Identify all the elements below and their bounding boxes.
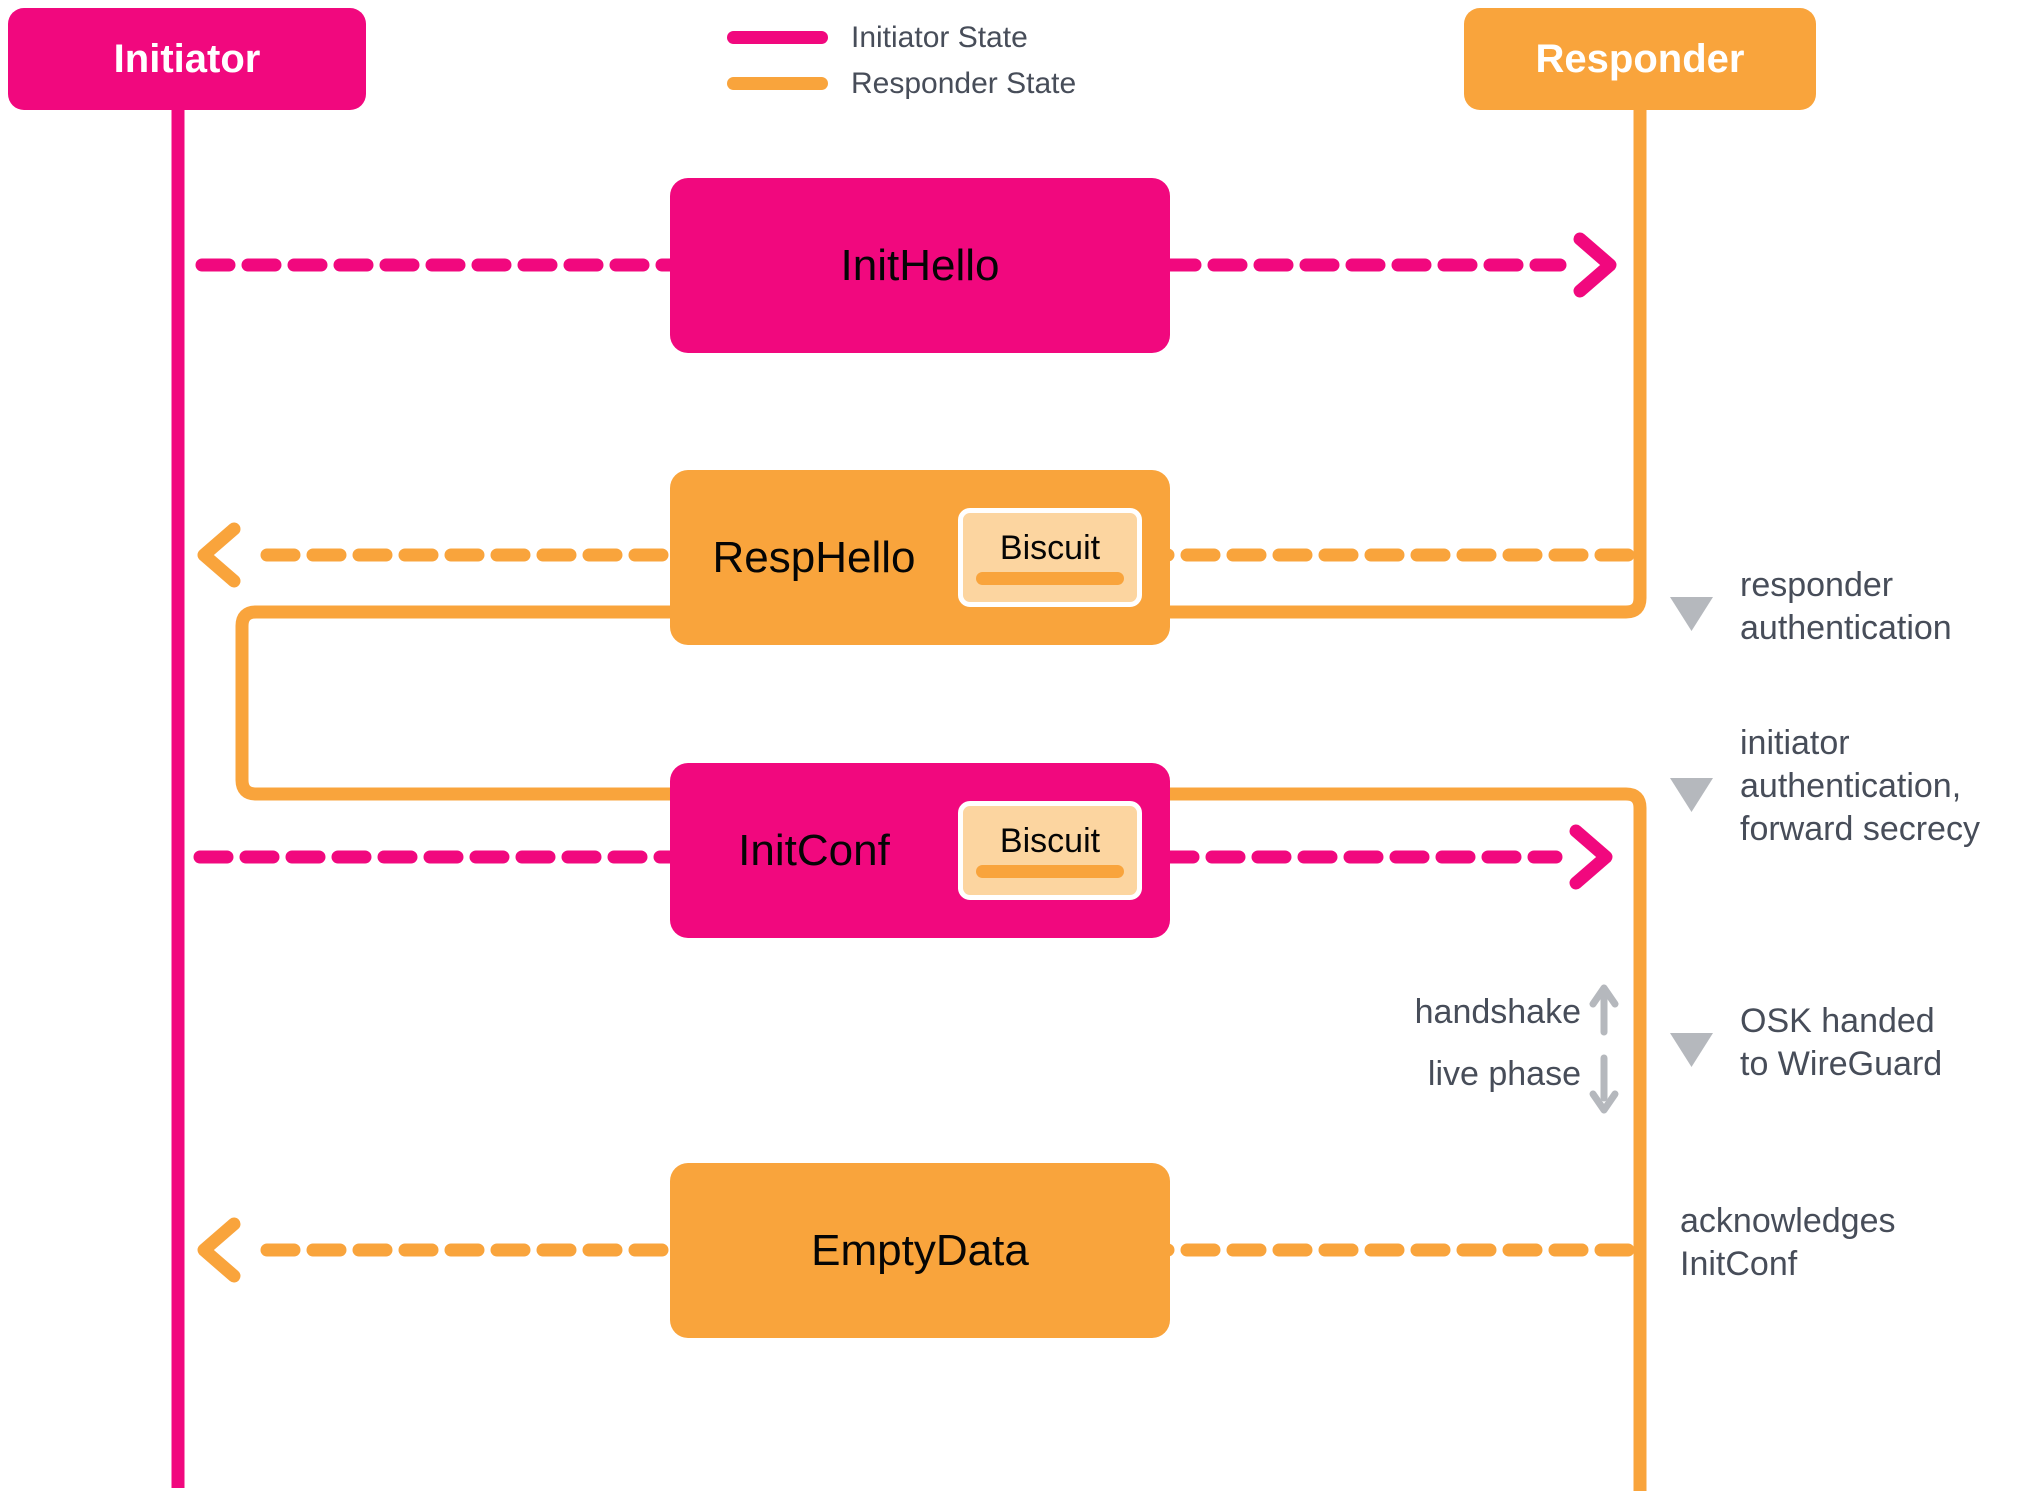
actor-responder: Responder [1464,8,1816,110]
handshake-label: handshake [1414,993,1581,1031]
annotation-line: OSK handed [1740,1002,1935,1040]
message-resphello: RespHello Biscuit [670,470,1170,645]
annotation-line: authentication, [1740,767,1962,805]
message-label: InitHello [840,240,1000,290]
message-label: EmptyData [811,1225,1029,1275]
annotation-osk-handed: OSK handed to WireGuard [1740,1000,1942,1086]
legend-swatch-initiator-state [727,31,828,44]
annotation-acknowledges-initconf: acknowledges InitConf [1680,1200,1895,1286]
inithello-arrow [195,232,1617,298]
annotation-line: to WireGuard [1740,1045,1943,1083]
message-initconf: InitConf Biscuit [670,763,1170,938]
live-phase-label: live phase [1427,1055,1581,1093]
annotation-line: initiator [1740,724,1850,762]
milestone-triangle-responder-auth [1670,597,1713,631]
annotation-line: forward secrecy [1740,810,1980,848]
biscuit-label: Biscuit [999,821,1101,860]
annotation-initiator-authentication: initiator authentication, forward secrec… [1740,722,1980,851]
message-label: RespHello [712,532,916,582]
biscuit-chip: Biscuit [958,508,1142,607]
milestone-triangle-osk [1670,1033,1713,1067]
annotation-line: InitConf [1680,1245,1798,1283]
annotation-line: responder [1740,566,1894,604]
actor-label: Initiator [113,36,261,81]
legend-label-responder-state: Responder State [851,67,1077,100]
biscuit-chip: Biscuit [958,801,1142,900]
responder-state-path [235,106,1647,1491]
annotation-line: acknowledges [1680,1202,1896,1240]
legend-label-initiator-state: Initiator State [851,21,1028,54]
message-inithello: InitHello [670,178,1170,353]
actor-initiator: Initiator [8,8,366,110]
actor-label: Responder [1535,36,1745,81]
legend-swatch-responder-state [727,77,828,90]
biscuit-bar [976,864,1124,878]
message-emptydata: EmptyData [670,1163,1170,1338]
biscuit-label: Biscuit [999,528,1101,567]
annotation-responder-authentication: responder authentication [1740,564,1952,650]
live-phase-down-arrow [1589,1054,1619,1114]
message-label: InitConf [738,825,890,875]
annotation-line: authentication [1740,609,1952,647]
biscuit-bar [976,571,1124,585]
initconf-arrow [193,824,1613,890]
handshake-up-arrow [1589,984,1619,1036]
milestone-triangle-initiator-auth [1670,778,1713,812]
